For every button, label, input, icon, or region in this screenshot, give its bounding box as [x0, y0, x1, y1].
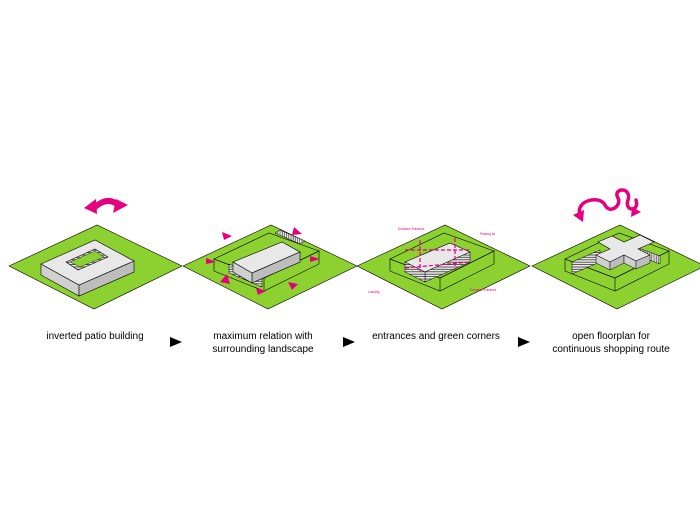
play-arrow-icon: [343, 337, 355, 347]
play-arrow-icon: [170, 337, 182, 347]
step-1-diagram: [8, 198, 183, 310]
step-4-diagram: [531, 188, 700, 310]
outward-arrows-icon: [206, 227, 320, 295]
step3-label-entrance-bottom: Entrance Entrance: [470, 288, 497, 292]
caption-step-4: open floorplan for continuous shopping r…: [552, 331, 670, 355]
step-3-diagram: Entrance Entrance Parking lot Loading En…: [356, 224, 531, 310]
rotate-arrow-icon: [84, 198, 128, 214]
caption-step-3: entrances and green corners: [372, 331, 500, 342]
entrance-labels-icon: [404, 238, 471, 272]
step3-label-loading: Loading: [368, 290, 380, 294]
step3-label-parking: Parking lot: [480, 232, 495, 236]
step-2-diagram: [182, 224, 358, 310]
play-arrow-icon: [518, 337, 530, 347]
caption-step-2: maximum relation with surrounding landsc…: [212, 331, 314, 355]
winding-route-icon: [573, 188, 641, 222]
caption-step-1: inverted patio building: [46, 331, 144, 342]
step3-label-entrance-top: Entrance Entrance: [398, 227, 425, 231]
